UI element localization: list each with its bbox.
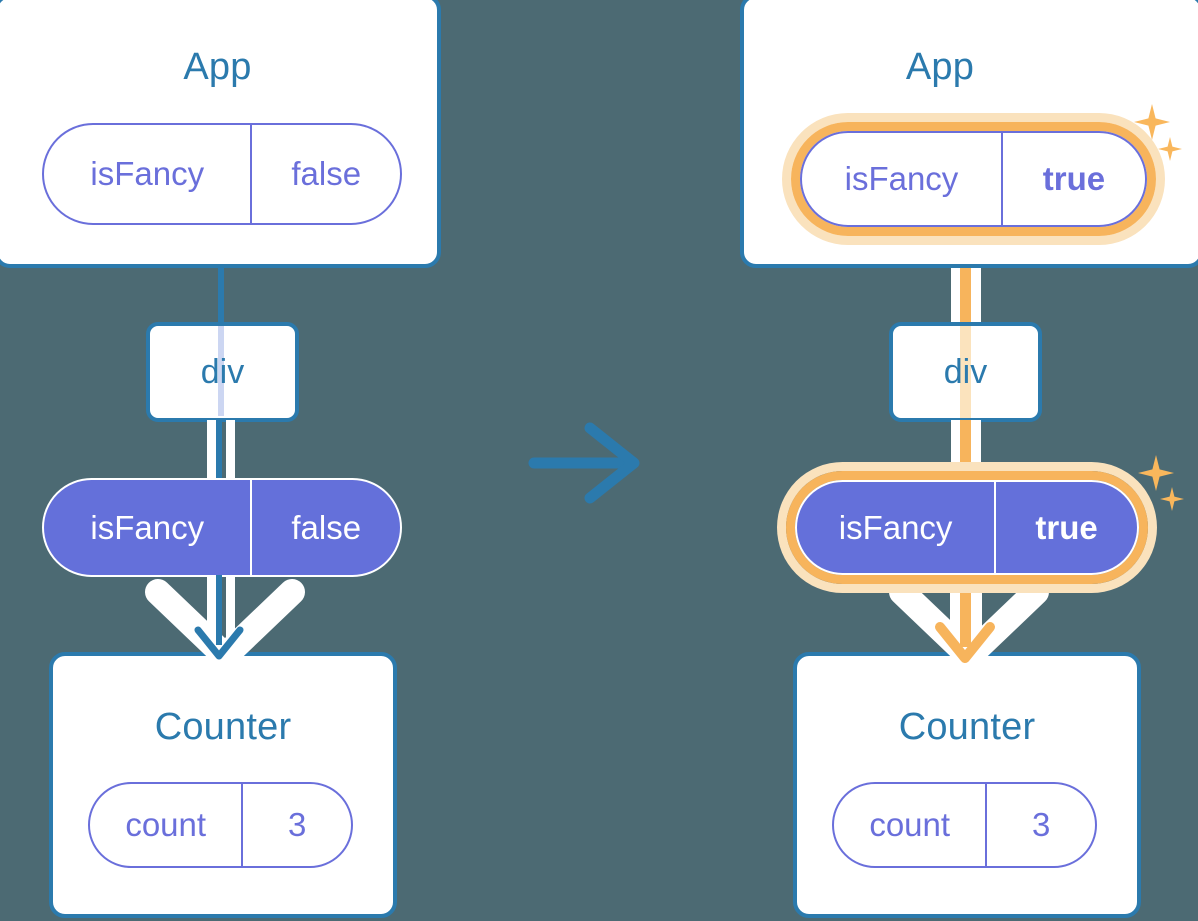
pill-value: 3 [241,784,351,866]
sparkle-icon-large-prop [1138,455,1174,491]
connector-inside-div-after [960,326,971,418]
pill-value: false [250,480,400,575]
counter-arrowhead-before [194,626,244,660]
transition-arrow-right-icon [528,422,640,504]
div-label-after: div [943,352,988,391]
connector-div-to-pill-white-right-after [971,420,981,488]
connector-pill-to-counter-white-right-after [971,575,982,653]
app-state-pill-before: isFancy false [42,123,402,225]
counter-title-before: Counter [154,706,292,748]
connector-div-to-pill-after [960,420,971,488]
counter-title-after: Counter [898,706,1036,748]
pill-key: isFancy [90,155,205,192]
pill-key: isFancy [838,508,953,546]
pill-value: true [994,482,1137,573]
counter-state-pill-after: count 3 [832,782,1097,868]
connector-div-to-pill-white-left-after [951,420,961,488]
connector-inside-div-before [218,326,224,416]
connector-app-to-div-before [218,266,224,324]
app-state-pill-after: isFancy true [800,131,1147,227]
counter-arrowhead-after [935,622,995,663]
prop-pill-before: isFancy false [42,478,402,577]
connector-pill-to-counter-white-left-after [950,575,961,653]
connector-pill-to-counter-white-right-before [226,575,235,651]
connector-app-to-div-white-left-after [951,240,961,326]
prop-pill-after: isFancy true [795,480,1139,575]
pill-key: isFancy [844,160,959,197]
connector-pill-to-counter-after [960,575,971,647]
connector-pill-to-counter-white-left-before [207,575,216,651]
pill-value: true [1000,133,1145,225]
app-title-before: App [183,46,252,88]
pill-value: 3 [985,784,1095,866]
connector-div-to-pill-white-right-before [226,420,235,488]
connector-div-to-pill-white-left-before [207,420,216,488]
connector-app-to-div-after [960,226,971,326]
pill-value: false [250,125,400,223]
div-label-before: div [200,352,245,391]
connector-app-to-div-white-right-after [971,240,981,326]
counter-state-pill-before: count 3 [88,782,353,868]
connector-pill-to-counter-before [216,575,222,645]
pill-key: isFancy [90,508,205,546]
sparkle-icon-small-prop [1160,487,1184,511]
connector-div-to-pill-before [216,420,222,488]
app-title-after: App [905,46,975,88]
pill-key: count [869,806,951,843]
pill-key: count [125,806,207,843]
props-flow-arrow-before [145,579,305,669]
